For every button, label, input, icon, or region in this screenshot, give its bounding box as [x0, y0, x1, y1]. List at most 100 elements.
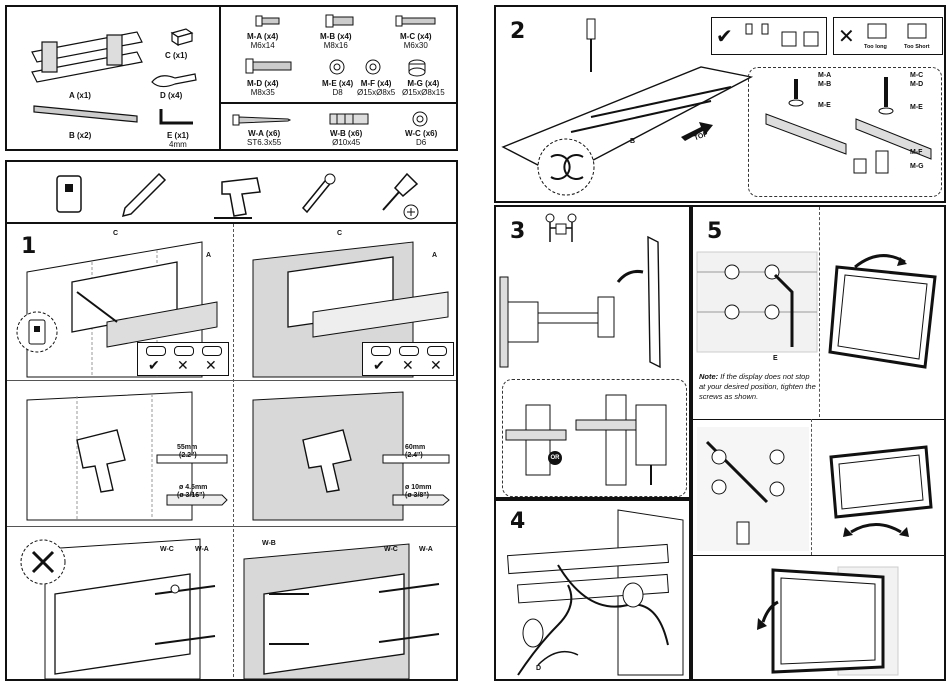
step2-me-label: M-E	[818, 102, 831, 109]
step2-detail-callout	[748, 67, 942, 197]
two-people-icon	[545, 213, 577, 242]
wood-depth-in: (2.2")	[179, 452, 197, 459]
wood-screw-install-scene	[20, 538, 216, 679]
screw-mb-drawing	[325, 14, 354, 28]
or-badge: OR	[548, 451, 562, 465]
screwdriver-icon	[586, 18, 596, 72]
part-c-label: C (x1)	[165, 51, 188, 60]
step2-mf-label: M-F	[910, 149, 923, 156]
screwdriver-icon	[382, 172, 419, 220]
brick-wb-label: W-B	[262, 540, 276, 547]
swivel-display-scene	[829, 445, 933, 537]
step4-panel: 4 D	[494, 499, 691, 681]
wb-label: W-B (x6)Ø10x45	[330, 129, 363, 147]
step5-divider-h1	[693, 419, 944, 420]
bracket-hook-detail	[505, 394, 667, 486]
parts-divider	[219, 7, 221, 149]
md-label: M-D (x4)M8x35	[247, 79, 279, 97]
mg-label: M-G (x4)Ø15xØ8x15	[402, 79, 445, 97]
row-divider-2	[7, 526, 456, 527]
check-icon: ✔	[373, 357, 385, 373]
screw-ok-drawing	[745, 23, 819, 47]
brick-depth-in: (2.4")	[405, 452, 423, 459]
wc-label: W-C (x6)D6	[405, 129, 438, 147]
anchor-wb-drawing	[329, 113, 369, 125]
spacer-mf-drawing	[365, 59, 381, 75]
cable-management-scene	[507, 509, 684, 676]
drill-icon	[214, 177, 261, 219]
step5-note: Note: If the display does not stop at yo…	[699, 372, 816, 401]
rail-b-drawing	[33, 105, 138, 123]
step5-e-label: E	[773, 355, 778, 362]
screw-ma-drawing	[255, 15, 280, 27]
me-label: M-E (x4)D8	[322, 79, 354, 97]
hardware-divider	[221, 102, 456, 104]
mc-label: M-C (x4)M6x30	[400, 32, 432, 50]
wood-bit-in: (ø 3/16")	[177, 492, 205, 499]
stud-finder-callout	[16, 311, 58, 353]
ma-label: M-A (x4)M6x14	[247, 32, 279, 50]
check-icon: ✔	[716, 26, 733, 48]
tilt-screws-scene	[696, 251, 818, 353]
part-c-drawing	[170, 28, 194, 47]
screw-wa-drawing	[232, 114, 292, 126]
cross-icon: ✕	[838, 26, 855, 48]
step4-d-label: D	[536, 665, 542, 672]
step2-panel: 2 B TOP ✔ ✕ Too long Too Short M-A M-B M…	[494, 5, 946, 203]
brick-wa-label: W-A	[419, 546, 433, 553]
step3-panel: 3 OR	[494, 205, 691, 499]
step2-ma-label: M-A	[818, 72, 832, 79]
brick-wc-label: W-C	[384, 546, 398, 553]
washer-wc-drawing	[412, 111, 428, 127]
screw-mc-drawing	[395, 15, 436, 27]
part-d-drawing	[151, 73, 197, 88]
tools-divider	[7, 222, 456, 224]
brick-bit-in: (ø 3/8")	[405, 492, 429, 499]
step2-me2-label: M-E	[910, 104, 923, 111]
step3-detail-callout	[502, 379, 687, 497]
brick-depth-mm: 60mm	[405, 444, 426, 451]
cross-icon: ✕	[205, 357, 217, 373]
wall-plate-a-drawing	[31, 31, 143, 83]
step5-divider-v1	[819, 207, 820, 417]
check-icon: ✔	[148, 357, 160, 373]
screw-length-ok-box: ✔	[711, 17, 827, 55]
brick-screw-install-scene	[243, 543, 440, 679]
step2-b-label: B	[630, 138, 636, 145]
step3-number: 3	[510, 219, 526, 244]
step2-mg-label: M-G	[910, 163, 924, 170]
spacer-mg-drawing	[408, 59, 426, 77]
step1-number: 1	[21, 234, 37, 259]
parts-panel: A (x1) C (x1) D (x4) B (x2) E (x1)4mm M-…	[5, 5, 458, 151]
cross-icon: ✕	[430, 357, 442, 373]
mb-label: M-B (x4)M8x16	[320, 32, 352, 50]
part-d-label: D (x4)	[160, 91, 183, 100]
screw-wrong-drawing	[867, 23, 927, 39]
wood-drill-scene	[26, 391, 228, 521]
step2-mb-label: M-B	[818, 81, 832, 88]
wrench-icon	[301, 173, 336, 214]
tv-back-scene	[501, 66, 754, 196]
spacer-detail-drawing	[765, 77, 932, 174]
cross-icon: ✕	[402, 357, 414, 373]
brick-bit-mm: ø 10mm	[405, 484, 432, 491]
step1-panel: 1 C A ✔ ✕ ✕ C A ✔ ✕ ✕	[5, 160, 458, 681]
screw-length-wrong-box: ✕ Too long Too Short	[833, 17, 943, 55]
screw-md-drawing	[245, 58, 292, 74]
mf-label: M-F (x4)Ø15xØ8x5	[357, 79, 396, 97]
step1-wood-label-c: C	[113, 230, 119, 237]
wood-wa-label: W-A	[195, 546, 209, 553]
level-check-box-brick: ✔ ✕ ✕	[362, 342, 454, 376]
step1-wood-label-a: A	[206, 252, 212, 259]
brick-drill-scene	[252, 391, 450, 521]
hex-key-e-drawing	[159, 109, 193, 125]
level-check-box-wood: ✔ ✕ ✕	[137, 342, 229, 376]
part-b-label: B (x2)	[69, 131, 92, 140]
tilt-display-scene	[828, 254, 937, 369]
arm-hang-scene	[499, 235, 661, 369]
too-short-label: Too Short	[904, 44, 930, 50]
cross-icon: ✕	[177, 357, 189, 373]
wall-type-divider	[233, 224, 234, 679]
step1-brick-label-c: C	[337, 230, 343, 237]
wood-bit-mm: ø 4.5mm	[179, 484, 208, 491]
